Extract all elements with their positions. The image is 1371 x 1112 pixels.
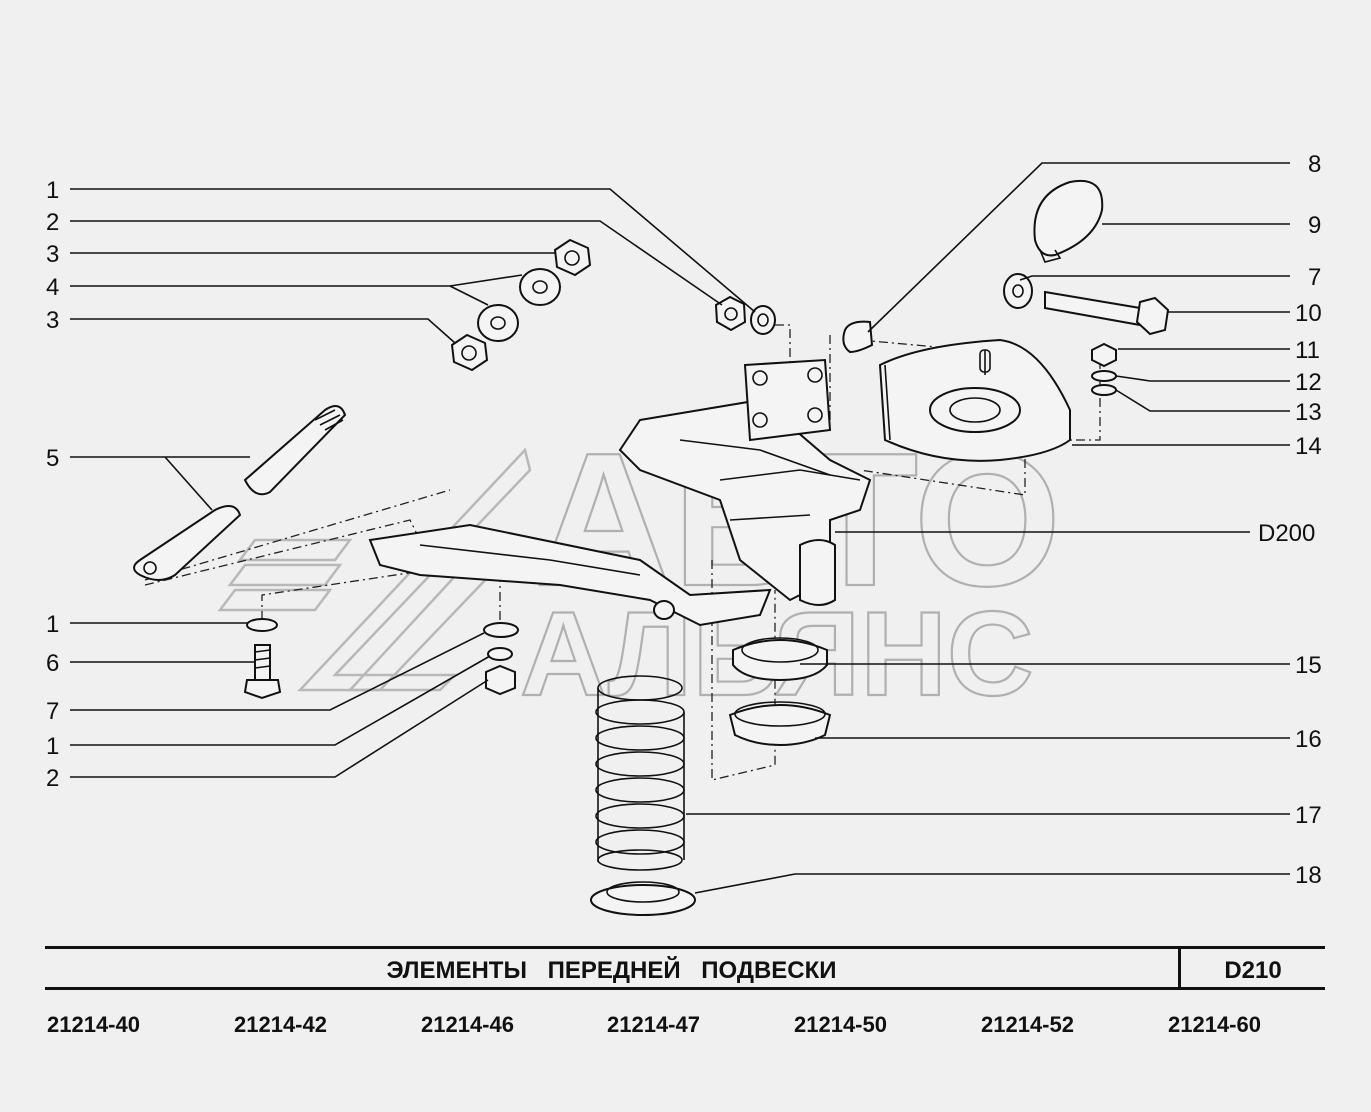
model-code: 21214-50 [794, 1012, 887, 1037]
callout-1-lower: 1 [46, 611, 59, 638]
callout-3-bottom: 3 [46, 307, 59, 334]
bolt-and-washer [1003, 273, 1170, 336]
model-code: 21214-42 [234, 1012, 327, 1037]
title-divider [1178, 949, 1181, 987]
title-block: ЭЛЕМЕНТЫ ПЕРЕДНЕЙ ПОДВЕСКИ D210 [45, 946, 1325, 990]
nut-washer-upper [714, 295, 776, 335]
model-code: 21214-60 [1168, 1012, 1261, 1037]
callout-5: 5 [46, 445, 59, 472]
model-code: 21214-46 [421, 1012, 514, 1037]
model-list: 21214-40 21214-42 21214-46 21214-47 2121… [45, 1012, 1345, 1042]
callout-12: 12 [1295, 369, 1322, 396]
callout-4: 4 [46, 274, 59, 301]
callout-15: 15 [1295, 652, 1322, 679]
small-fasteners-right [1091, 342, 1117, 396]
callout-2-bottom: 2 [46, 765, 59, 792]
callout-14: 14 [1295, 433, 1322, 460]
crossmember-body [368, 398, 872, 627]
callout-7-left: 7 [46, 698, 59, 725]
leader-lines [70, 162, 1290, 894]
callouts-left: 1 2 3 4 3 5 1 6 7 1 2 [46, 177, 59, 792]
rubber-buffer [842, 179, 1104, 354]
mounting-plate [743, 358, 832, 442]
model-code: 21214-40 [47, 1012, 140, 1037]
model-code: 21214-47 [607, 1012, 700, 1037]
callout-9: 9 [1308, 212, 1321, 239]
diagram-code: D210 [1224, 957, 1282, 984]
spring-bottom-seat [590, 881, 696, 916]
callout-6: 6 [46, 650, 59, 677]
spring-support-bracket [878, 338, 1071, 462]
callout-10: 10 [1295, 300, 1322, 327]
callouts-right: 8 9 7 10 11 12 13 14 D200 15 16 17 18 [1258, 151, 1322, 889]
callout-1-bottom: 1 [46, 733, 59, 760]
lower-fasteners [243, 618, 519, 700]
callout-8: 8 [1308, 151, 1321, 178]
callout-17: 17 [1295, 802, 1322, 829]
rod-parts [133, 405, 347, 581]
callout-3-top: 3 [46, 241, 59, 268]
coil-spring [595, 675, 685, 871]
callout-7-right: 7 [1308, 264, 1321, 291]
callout-13: 13 [1295, 399, 1322, 426]
diagram-title: ЭЛЕМЕНТЫ ПЕРЕДНЕЙ ПОДВЕСКИ [386, 957, 837, 984]
nut-washer-stack-left [450, 238, 592, 372]
model-code: 21214-52 [981, 1012, 1074, 1037]
callout-2-top: 2 [46, 209, 59, 236]
callout-11: 11 [1295, 337, 1320, 364]
callout-16: 16 [1295, 726, 1322, 753]
spring-seats [728, 637, 832, 747]
callout-1-top: 1 [46, 177, 59, 204]
callout-d200: D200 [1258, 520, 1315, 547]
callout-18: 18 [1295, 862, 1322, 889]
